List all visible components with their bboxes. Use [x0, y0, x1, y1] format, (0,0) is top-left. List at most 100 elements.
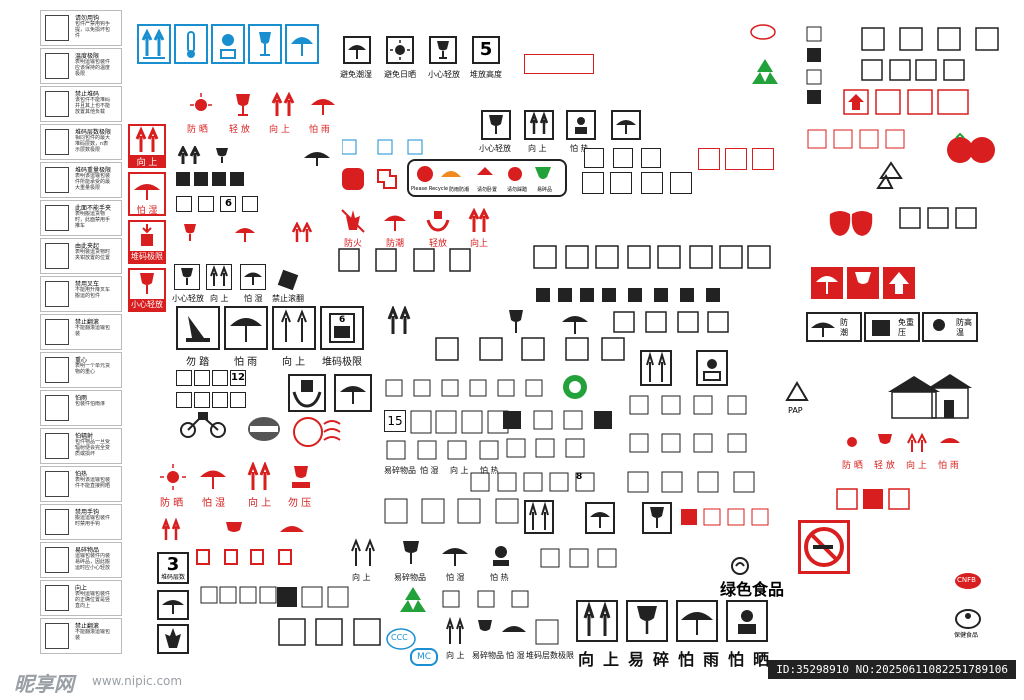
umbrella-box-icon: [611, 110, 641, 140]
center-glass-large: [506, 308, 526, 336]
left-column-desc: 不能翻滚运输包装: [75, 629, 111, 641]
center-glass-box-mid: [642, 502, 672, 534]
sbr-rotate: [276, 268, 300, 292]
right-large-red-row: [810, 266, 916, 300]
caption-avoid-sun: 避免日晒: [384, 70, 416, 79]
left-column-title: 此面不能手夹: [75, 205, 112, 212]
left-column-desc: 表明一个单元货物的重心: [75, 363, 111, 375]
red-sun-icon: [186, 92, 216, 118]
left-column-item: 禁用叉车不能用升降叉车搬运的包件: [40, 276, 122, 312]
red-arrows-icon-2: [466, 208, 492, 234]
red-logo-icons: [340, 166, 404, 192]
left-column-desc: 包件严禁用钩手提，以免损坏包件: [75, 21, 111, 39]
left-column-icon: [45, 395, 69, 421]
left-column-title: 堆码重量极限: [75, 167, 112, 174]
health-food-logo: 保健食品: [954, 608, 982, 639]
glass-icon: [212, 146, 232, 166]
small-icon-row-2: [176, 196, 266, 212]
left-column-title: 堆码层数极限: [75, 129, 112, 136]
red-small-arrows: [290, 222, 314, 244]
stamp-logo: [246, 414, 282, 444]
recycle-strip-label-1: 防雨防潮: [449, 187, 470, 193]
bcr-caption-fragile: 易碎物品: [472, 651, 504, 660]
left-column-icon: [45, 243, 69, 269]
bsr-icons-2: [276, 586, 356, 608]
red-box-small-2: [752, 148, 774, 170]
left-column-item: 重心表明一个单元货物的重心: [40, 352, 122, 388]
center-caption-fragile: 易碎物品: [384, 466, 416, 475]
left-column-desc: 表明搬运货物时，此面禁用手推车: [75, 211, 111, 229]
right-second-icons: [860, 58, 970, 84]
caption-handle-care: 小心轻放: [428, 70, 460, 79]
left-column-desc: 不能用升降叉车搬运的包件: [75, 287, 111, 299]
left-column-item: 怕雨包装件怕雨淋: [40, 390, 122, 426]
blue-sun-icon: [211, 24, 245, 64]
cnfb-text: CNFB: [957, 576, 976, 584]
red-tall-up-label: 向 上: [130, 155, 164, 168]
sbr-caption-up: 向 上: [210, 294, 229, 303]
number-6-label: 6: [225, 198, 232, 209]
left-column-desc: 包装件怕雨淋: [75, 401, 106, 407]
big-up-icon: [272, 306, 316, 350]
red2-caption-up: 向上: [470, 239, 489, 249]
rl-press-label: 免重压: [898, 318, 914, 337]
left-column-icon: [45, 129, 69, 155]
bcr-icons: [444, 616, 564, 648]
left-column-item: 请勿用钩包件严禁用钩手提，以免损坏包件: [40, 10, 122, 46]
left-column-item: 禁止翻滚不能翻滚运输包装: [40, 618, 122, 654]
red3-umbrella-icon: [198, 462, 228, 492]
left-column-icon: [45, 585, 69, 611]
center-umbrella-large: [560, 308, 590, 336]
sbr-up: [206, 264, 232, 290]
red-caption-up: 向 上: [269, 125, 290, 135]
bm-caption-up: 向 上: [352, 573, 371, 582]
rl-heat: 防高温: [922, 312, 978, 342]
center-arrows-large: [386, 306, 412, 336]
red-small-umbrella: [233, 222, 257, 244]
watermark-url: www.nipic.com: [92, 674, 183, 688]
right-red-mid-boxes: [680, 508, 770, 528]
number-12: 12: [231, 372, 245, 383]
right-red-boxes: [836, 488, 912, 510]
stack-number-5: 5: [472, 36, 500, 64]
small-box-d: [670, 172, 692, 194]
house-illustration: [884, 372, 974, 422]
red-glass-icon: [228, 92, 258, 118]
right-red-small-row: [806, 128, 906, 152]
recycle-strip-label-3: 请勿踩踏: [507, 187, 528, 193]
big-caption-stack: 堆码极限: [322, 357, 362, 368]
umbrella-large-icon: [302, 146, 332, 168]
bcr-caption-up: 向 上: [446, 651, 465, 660]
left-column-icon: [45, 15, 69, 41]
blue-up-arrows-icon: [137, 24, 171, 64]
bcr-caption-stack: 堆码层数极限: [526, 651, 574, 660]
rr-caption-sun: 防 晒: [842, 461, 863, 471]
left-column-item: 禁止翻滚不能翻滚运输包装: [40, 314, 122, 350]
big-nostep-icon: [176, 306, 220, 350]
caption-stack-height: 堆放高度: [470, 70, 502, 79]
center-small-grid-6: [384, 378, 574, 400]
recycle-outline-icon: [874, 160, 908, 192]
watermark-brand: 昵享网: [14, 672, 74, 696]
left-column-icon: [45, 471, 69, 497]
left-column-item: 怕辐射包件物品一旦受辐射便会完全变质或损坏: [40, 428, 122, 464]
left-column-title: 请勿用钩: [75, 15, 100, 22]
rl-heat-label: 防高温: [956, 318, 972, 337]
bb-glass-box: [626, 600, 668, 642]
umbrella-box-c: [157, 590, 189, 620]
stack-3-label: 堆码层数: [161, 574, 186, 581]
red-tall-care-label: 小心轻放: [130, 299, 164, 310]
pap-text: PAP: [788, 406, 803, 415]
recycle-strip-label-0: Please Recycle: [411, 186, 449, 192]
small-blue-icons: [342, 138, 442, 158]
red-umbrella-icon: [308, 92, 338, 118]
bm-arrows-icon: [348, 538, 378, 568]
center-small-grid-1: [338, 248, 488, 276]
bm-caption-fragile: 易碎物品: [394, 573, 426, 582]
heat-box-icon: [566, 110, 596, 140]
center-row-icons-e: [470, 472, 600, 496]
red-caption-sun: 防 晒: [187, 125, 208, 135]
center-row-15: 15: [384, 410, 406, 432]
number-8-center: 8: [576, 472, 583, 482]
left-column-title: 禁用叉车: [75, 281, 100, 288]
